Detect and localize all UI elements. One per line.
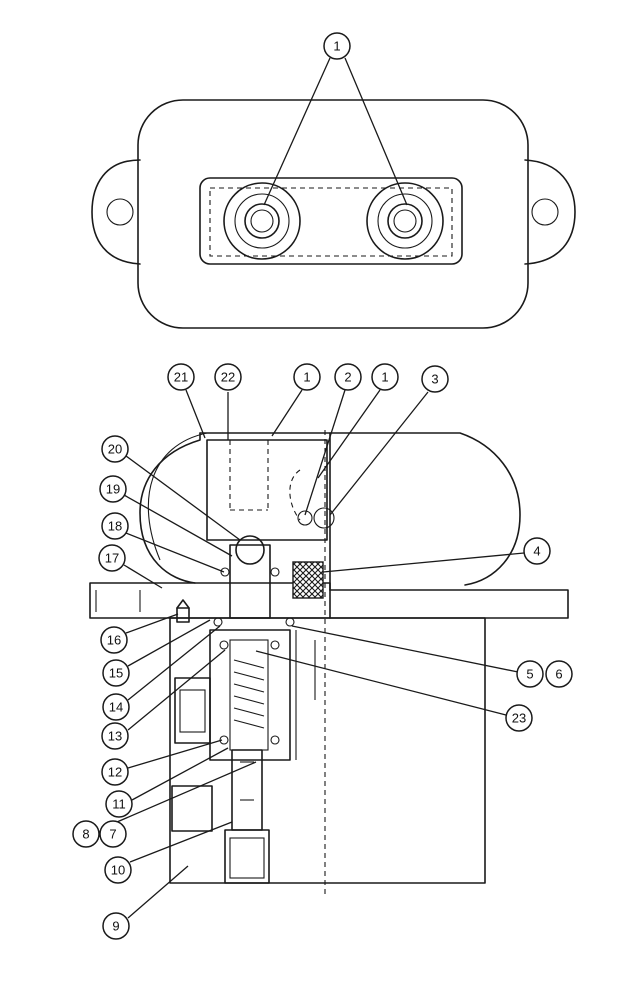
callout-label: 11 <box>112 797 126 812</box>
callout-label: 1 <box>303 370 310 385</box>
callout-19: 19 <box>99 475 127 503</box>
callout-1-top: 1 <box>323 32 351 60</box>
callout-22: 22 <box>214 363 242 391</box>
callout-18: 18 <box>101 512 129 540</box>
fitting-right <box>366 182 444 260</box>
callout-1-b: 1 <box>371 363 399 391</box>
callout-10: 10 <box>104 856 132 884</box>
callout-label: 14 <box>109 700 123 715</box>
callout-17: 17 <box>98 544 126 572</box>
fitting-left <box>223 182 301 260</box>
callout-14: 14 <box>102 693 130 721</box>
callout-label: 5 <box>526 667 533 682</box>
callout-23: 23 <box>505 704 533 732</box>
callout-16: 16 <box>100 626 128 654</box>
callout-label: 6 <box>555 667 562 682</box>
callout-20: 20 <box>101 435 129 463</box>
callout-label: 13 <box>108 729 122 744</box>
callout-label: 4 <box>533 544 540 559</box>
callout-label: 20 <box>108 442 122 457</box>
callout-label: 10 <box>111 863 125 878</box>
callout-5: 5 <box>516 660 544 688</box>
callout-label: 19 <box>106 482 120 497</box>
callout-label: 16 <box>107 633 121 648</box>
callout-label: 8 <box>82 827 89 842</box>
callout-label: 22 <box>221 370 235 385</box>
callout-6: 6 <box>545 660 573 688</box>
callout-label: 1 <box>333 39 340 54</box>
callout-11: 11 <box>105 790 133 818</box>
callout-2: 2 <box>334 363 362 391</box>
callout-8: 8 <box>72 820 100 848</box>
callout-4: 4 <box>523 537 551 565</box>
top-view <box>91 99 576 329</box>
callout-label: 15 <box>109 666 123 681</box>
leader-lines <box>109 57 525 919</box>
callout-12: 12 <box>101 758 129 786</box>
section-view <box>89 430 569 895</box>
callout-3: 3 <box>421 365 449 393</box>
callout-label: 18 <box>108 519 122 534</box>
callout-label: 12 <box>108 765 122 780</box>
callout-label: 21 <box>174 370 188 385</box>
callout-9: 9 <box>102 912 130 940</box>
callout-label: 17 <box>105 551 119 566</box>
callout-label: 23 <box>512 711 526 726</box>
callout-13: 13 <box>101 722 129 750</box>
callout-15: 15 <box>102 659 130 687</box>
callout-label: 3 <box>431 372 438 387</box>
callout-1-a: 1 <box>293 363 321 391</box>
callout-label: 7 <box>109 827 116 842</box>
callout-label: 1 <box>381 370 388 385</box>
callout-7: 7 <box>99 820 127 848</box>
callout-label: 9 <box>112 919 119 934</box>
callout-21: 21 <box>167 363 195 391</box>
callout-label: 2 <box>344 370 351 385</box>
